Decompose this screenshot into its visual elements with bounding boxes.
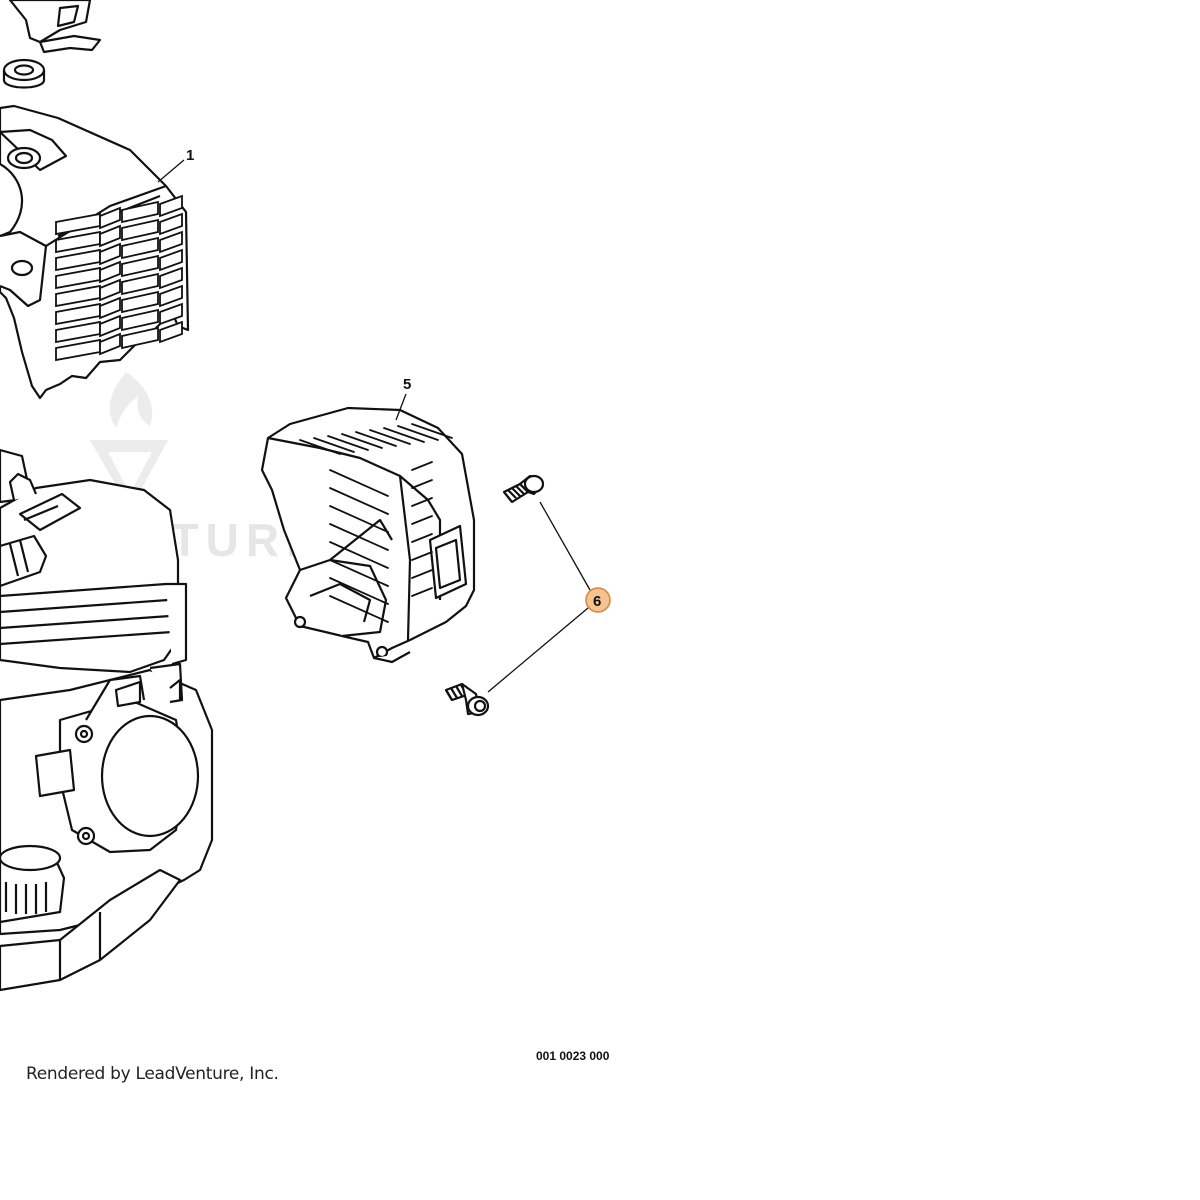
leader-lines <box>157 159 591 693</box>
shield-slot-top <box>369 429 411 445</box>
shield-slot-top <box>327 435 369 451</box>
shield-slot-side <box>329 487 389 515</box>
callout-1[interactable]: 1 <box>186 147 194 164</box>
grille-cell <box>99 224 121 248</box>
grille-cell <box>121 290 159 314</box>
shield-slot-front <box>411 533 433 543</box>
shield-slot-side <box>329 469 389 497</box>
grille-cell <box>99 242 121 266</box>
callout-6[interactable]: 6 <box>585 587 611 613</box>
grille-cell <box>121 272 159 296</box>
shield-slot-front <box>411 461 433 471</box>
grille-cell <box>99 296 121 320</box>
shield-slot-top <box>355 431 397 447</box>
grille-cell <box>99 206 121 230</box>
grille-cell <box>99 332 121 356</box>
shield-slot-top <box>383 427 425 443</box>
grille-cell <box>159 320 183 344</box>
shield-slot-top <box>299 439 341 455</box>
grille-cell <box>159 284 183 308</box>
shield-slot-side <box>329 505 389 533</box>
leader-line-5 <box>395 393 407 421</box>
grille-cell <box>121 308 159 332</box>
leader-line-1 <box>157 159 185 183</box>
leader-line-6a <box>539 501 591 591</box>
grille-cell <box>99 314 121 338</box>
grille-cell <box>121 326 159 350</box>
bracket-part <box>8 0 102 54</box>
grille-cell <box>159 302 183 326</box>
grille-cell <box>99 260 121 284</box>
grille-cell <box>121 200 159 224</box>
shield-slot-top <box>313 437 355 453</box>
callout-label-6: 6 <box>593 593 601 610</box>
shield-slot-front <box>411 551 433 561</box>
shield-slot-side <box>329 595 389 623</box>
muffler-shield-part <box>260 406 476 664</box>
shield-slot-side <box>329 577 389 605</box>
shield-slot-side <box>329 523 389 551</box>
shield-slot-top <box>411 423 453 439</box>
shield-slot-front <box>411 515 433 525</box>
render-credit: Rendered by LeadVenture, Inc. <box>26 1064 279 1084</box>
watermark-logo-icon <box>90 372 168 510</box>
grille-cell <box>121 218 159 242</box>
callout-highlight-circle <box>585 587 611 613</box>
shroud-grille <box>55 194 183 362</box>
shield-slot-side <box>329 541 389 569</box>
shield-slot-side <box>329 559 389 587</box>
shield-slot-front <box>411 497 433 507</box>
grille-cell <box>99 278 121 302</box>
grille-cell <box>159 266 183 290</box>
grille-cell <box>159 212 183 236</box>
grille-cell <box>121 254 159 278</box>
callout-label-1: 1 <box>186 147 194 164</box>
grommet-part <box>2 58 46 89</box>
shield-slot-front <box>411 587 433 597</box>
callout-5[interactable]: 5 <box>403 376 411 393</box>
shield-slot-front <box>411 569 433 579</box>
grille-cell <box>121 236 159 260</box>
grille-cell <box>159 248 183 272</box>
leader-line-6b <box>487 607 589 693</box>
screw-lower <box>444 682 490 717</box>
callout-label-5: 5 <box>403 376 411 393</box>
shield-slot-front <box>411 479 433 489</box>
grille-cell <box>159 230 183 254</box>
shield-slot-top <box>397 425 439 441</box>
engine-block <box>0 448 214 992</box>
grille-cell <box>159 194 183 218</box>
shield-slot-top <box>341 433 383 449</box>
muffler-shield-slots <box>299 423 453 623</box>
drawing-code: 001 0023 000 <box>536 1049 610 1063</box>
screw-upper <box>502 474 545 504</box>
